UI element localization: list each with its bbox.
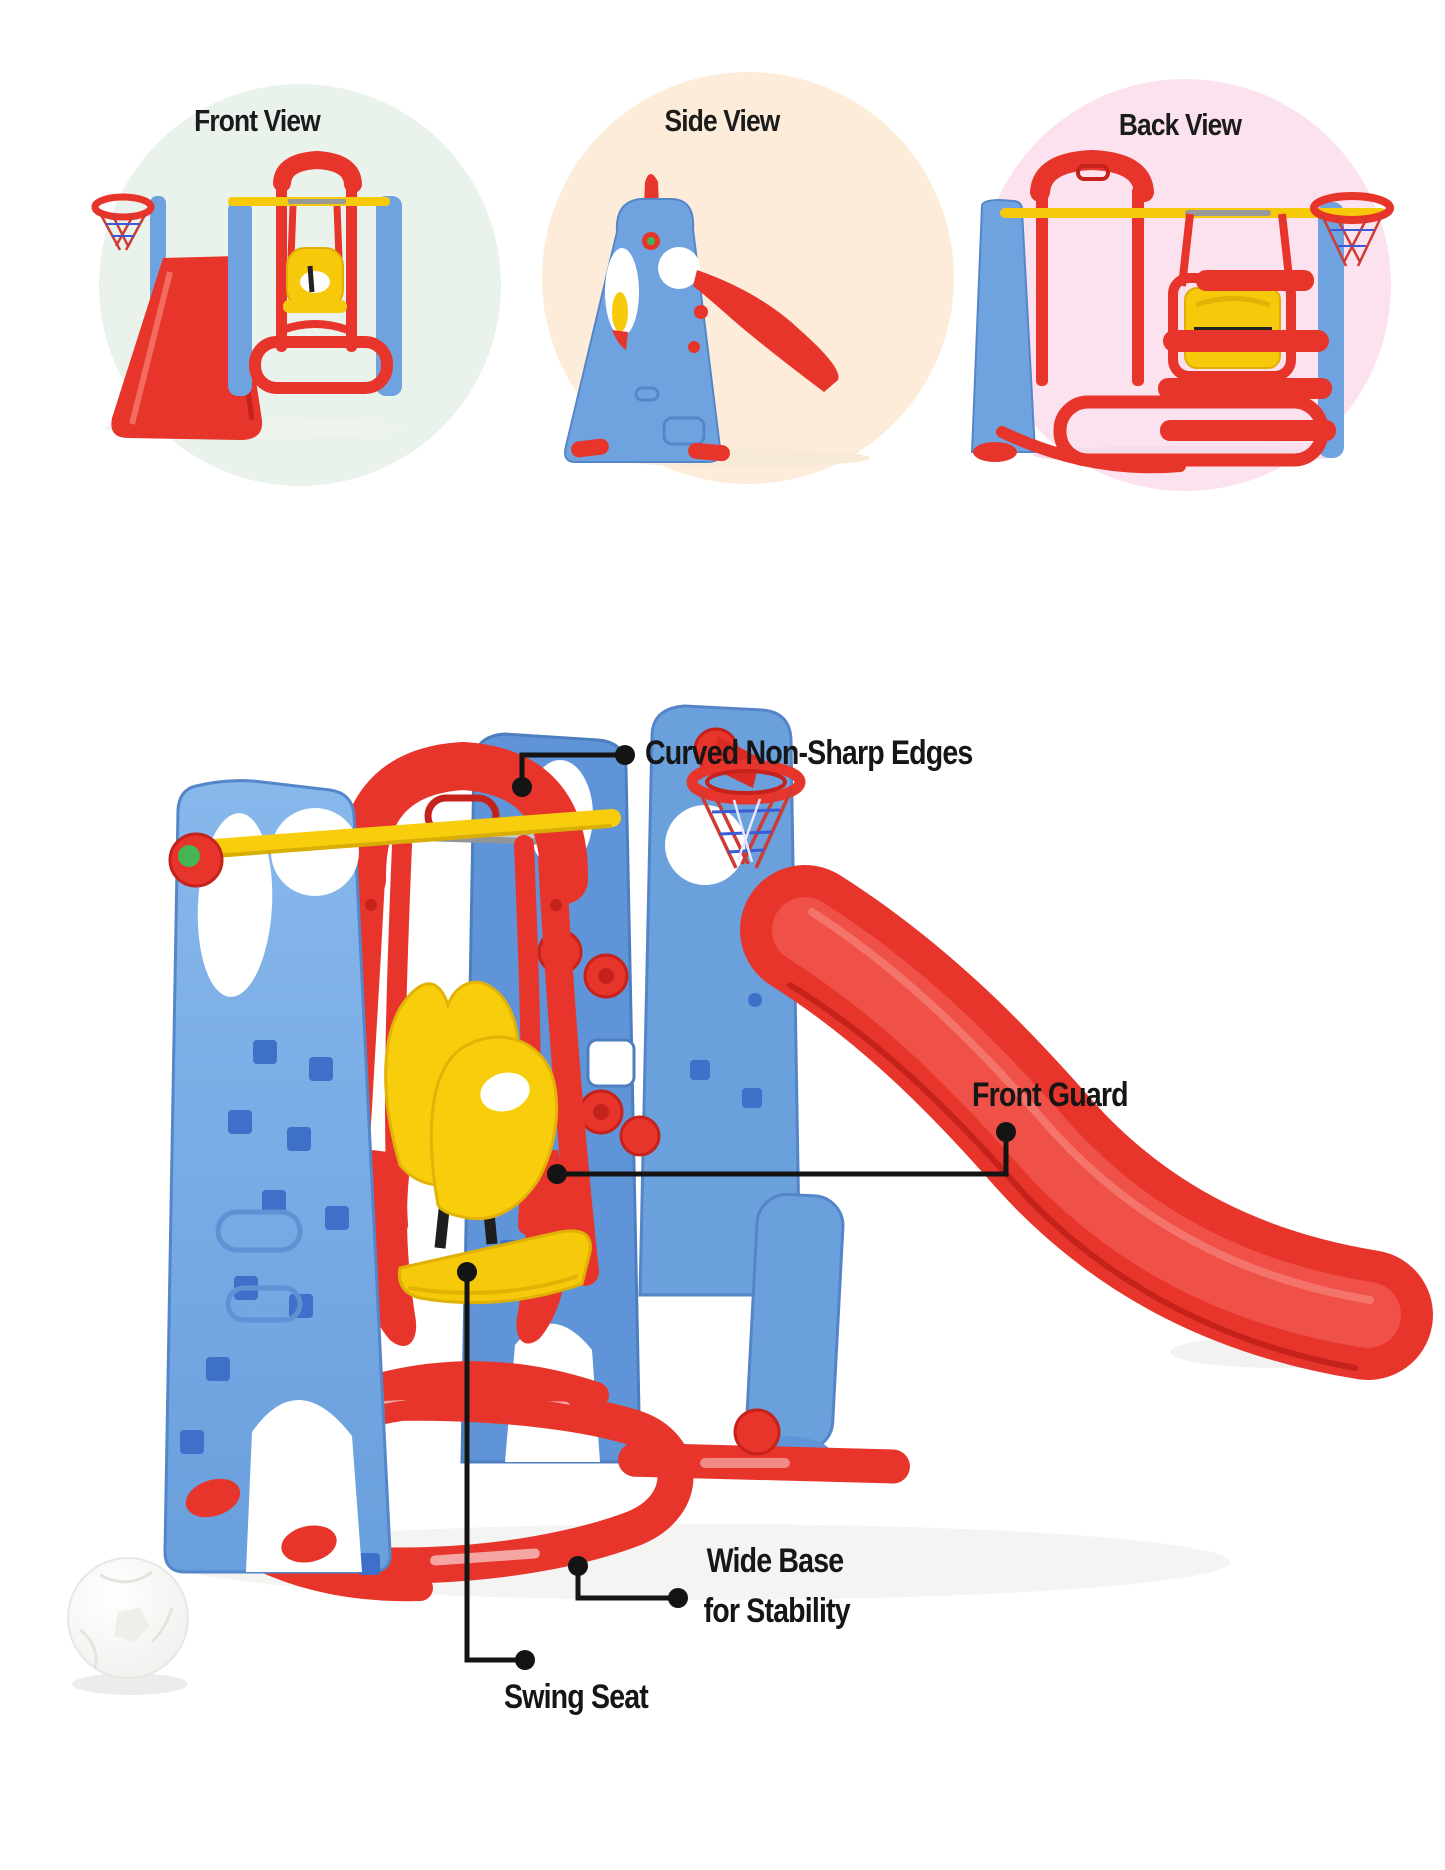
callout-line-front-guard — [547, 1122, 1016, 1184]
callout-line-wide-base — [568, 1556, 688, 1608]
callout-line-swing-seat — [457, 1262, 535, 1670]
callout-wide-base-label: Wide Base for Stability — [703, 1536, 851, 1636]
callout-line-curved-edges — [512, 745, 635, 797]
back-view-illustration — [970, 149, 1394, 474]
swing-seat — [384, 980, 592, 1305]
callout-wide-base-line2: for Stability — [703, 1592, 851, 1630]
callout-swing-seat-label: Swing Seat — [504, 1678, 649, 1716]
side-view-illustration — [564, 174, 870, 467]
slide-support-post — [618, 1192, 910, 1484]
view-circle-front — [91, 84, 501, 486]
callout-front-guard-label: Front Guard — [972, 1076, 1129, 1114]
front-view-illustration — [91, 150, 405, 440]
callout-lines — [457, 745, 1016, 1670]
swing-cross-bar — [168, 809, 621, 888]
view-circle-side — [542, 72, 954, 484]
hoop-panel — [638, 704, 802, 1297]
callout-curved-edges-label: Curved Non-Sharp Edges — [645, 734, 973, 772]
back-view-title: Back View — [1118, 107, 1242, 142]
left-climbing-panel — [163, 779, 392, 1575]
slide — [740, 865, 1433, 1380]
side-view-title: Side View — [664, 103, 781, 138]
main-playset-illustration — [67, 704, 1433, 1695]
soccer-ball — [67, 1557, 189, 1679]
callout-wide-base-line1: Wide Base — [706, 1542, 844, 1580]
front-guard — [429, 1035, 559, 1221]
front-view-title: Front View — [194, 103, 321, 138]
basketball-hoop — [686, 736, 806, 869]
view-circle-back — [970, 79, 1394, 491]
